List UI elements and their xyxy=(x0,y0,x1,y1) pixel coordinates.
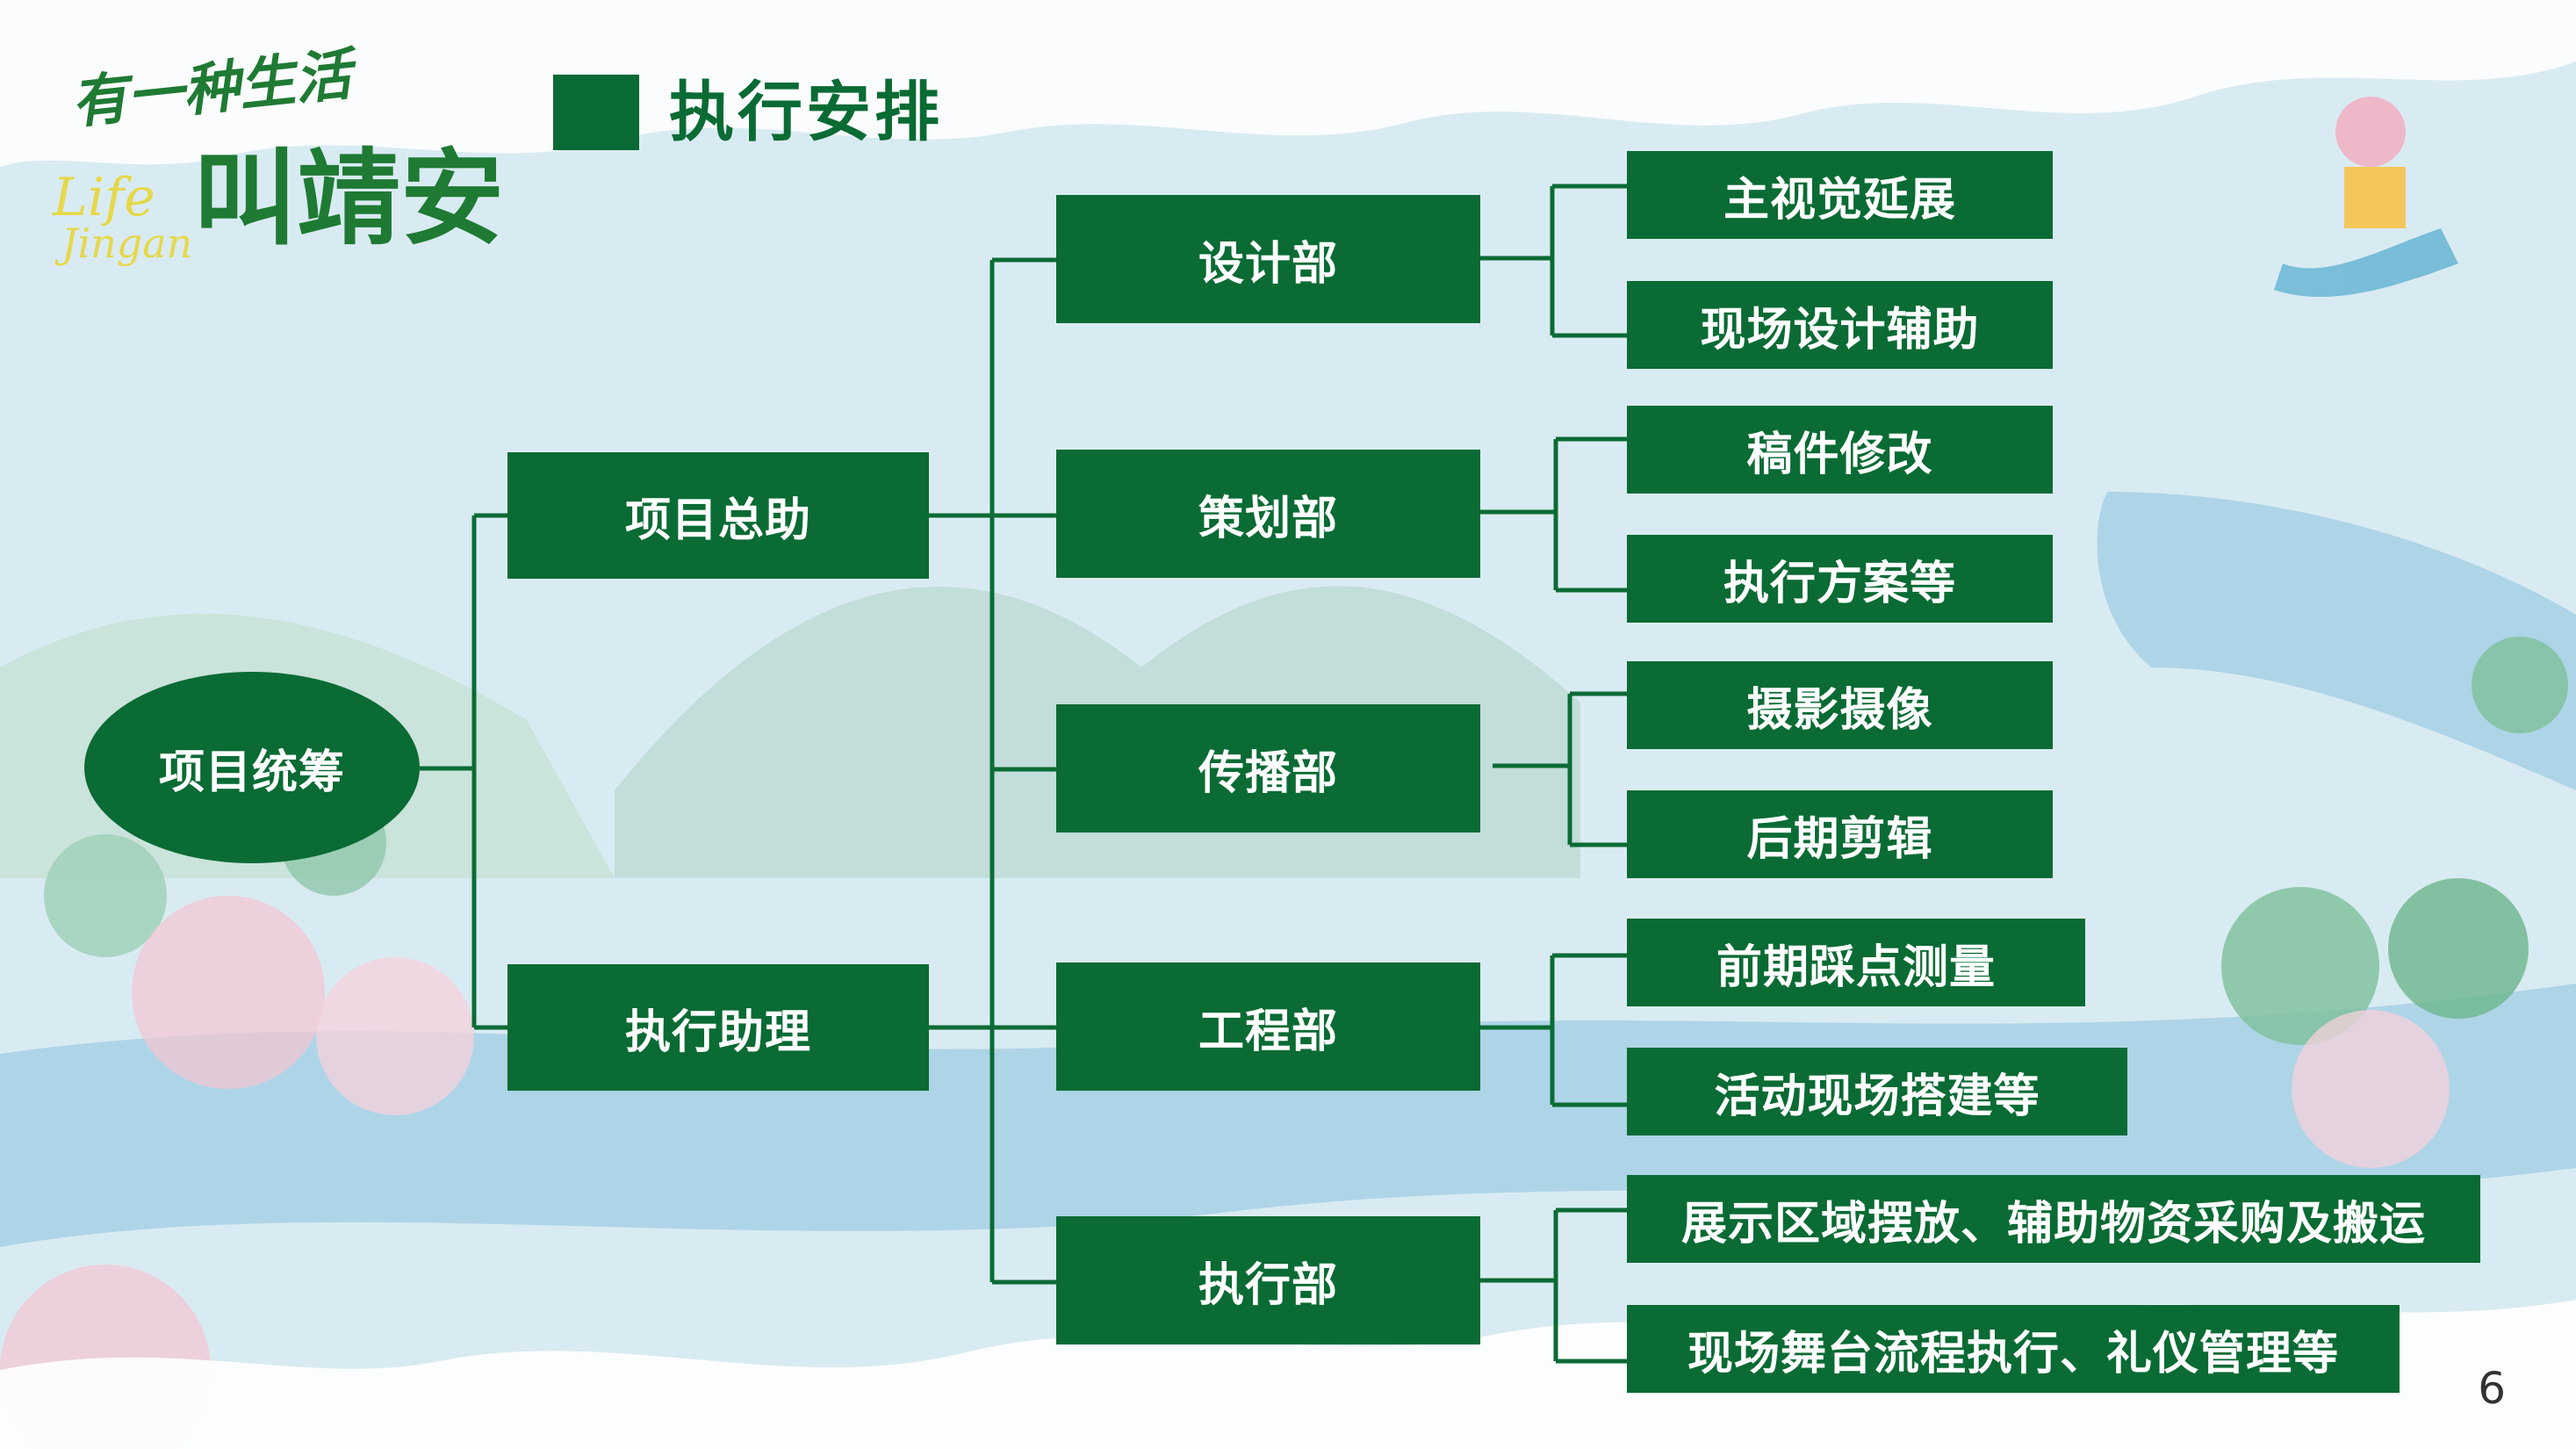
task-node-media-1: 摄影摄像 xyxy=(1627,661,2053,749)
logo-main-text: 叫靖安 xyxy=(193,137,505,259)
page-title: 执行安排 xyxy=(669,75,943,150)
dept-node-engineering: 工程部 xyxy=(1056,962,1480,1091)
task-node-design-2: 现场设计辅助 xyxy=(1627,281,2053,369)
task-node-media-2: 后期剪辑 xyxy=(1627,790,2053,878)
org-node-project-assistant: 项目总助 xyxy=(507,452,929,579)
dept-node-design: 设计部 xyxy=(1056,195,1480,323)
logo-english-line2: Jingan xyxy=(61,220,193,267)
brand-logo: 有一种生活 叫靖安 Life Jingan xyxy=(35,26,504,281)
task-node-execution-1: 展示区域摆放、辅助物资采购及搬运 xyxy=(1627,1175,2480,1263)
task-node-design-1: 主视觉延展 xyxy=(1627,151,2053,239)
dept-node-media: 传播部 xyxy=(1056,704,1480,833)
task-node-execution-2: 现场舞台流程执行、礼仪管理等 xyxy=(1627,1305,2400,1393)
dept-node-planning: 策划部 xyxy=(1056,450,1480,578)
task-node-engineering-2: 活动现场搭建等 xyxy=(1627,1048,2127,1135)
task-node-engineering-1: 前期踩点测量 xyxy=(1627,919,2085,1006)
dept-node-execution: 执行部 xyxy=(1056,1216,1480,1344)
page-number: 6 xyxy=(2478,1363,2506,1414)
org-root-node: 项目统筹 xyxy=(84,672,420,863)
task-node-planning-2: 执行方案等 xyxy=(1627,535,2053,623)
title-marker xyxy=(553,75,639,150)
task-node-planning-1: 稿件修改 xyxy=(1627,406,2053,494)
logo-english-line1: Life xyxy=(53,167,155,228)
org-node-execution-assistant: 执行助理 xyxy=(507,964,929,1091)
